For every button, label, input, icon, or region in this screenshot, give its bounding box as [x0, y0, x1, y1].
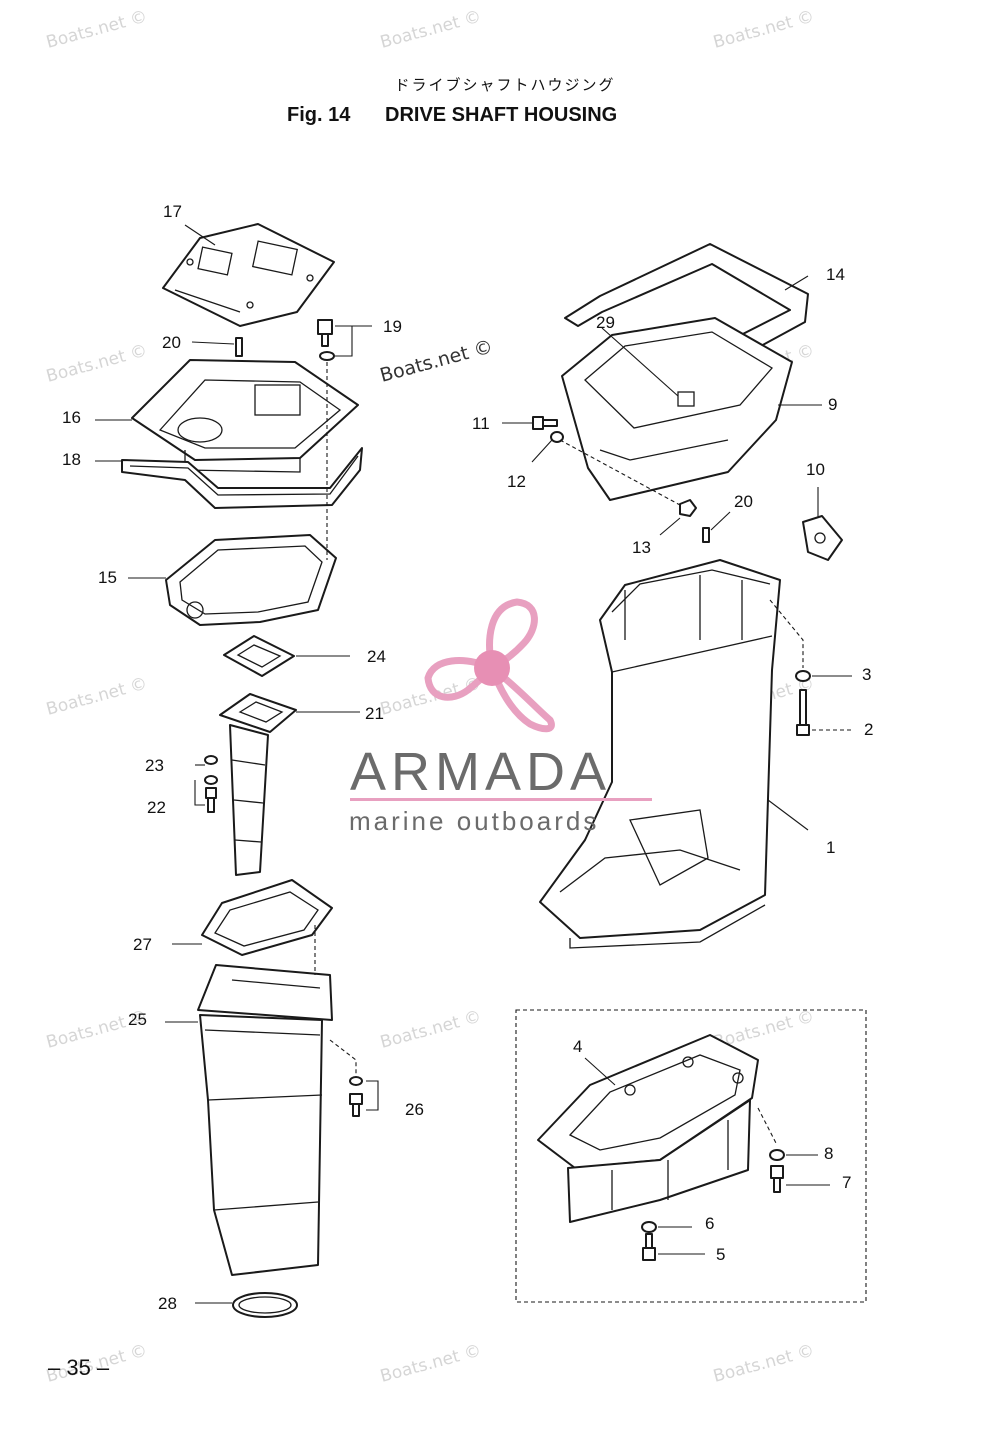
part-17-gasket-plate — [162, 223, 335, 327]
callout-23: 23 — [145, 756, 164, 775]
callout-3: 3 — [862, 665, 871, 684]
part-12-washer — [550, 431, 564, 443]
part-20-dowel-pin — [235, 337, 243, 357]
figure-label: Fig. 14 — [287, 104, 351, 126]
callout-1: 1 — [826, 838, 835, 857]
header: ドライブシャフトハウジング Fig. 14 DRIVE SHAFT HOUSIN… — [287, 76, 617, 126]
propeller-icon — [424, 598, 555, 733]
part-25-lower-tube — [197, 964, 333, 1276]
part-2-bolt — [796, 689, 810, 736]
part-15-gasket — [165, 534, 337, 626]
callout-29: 29 — [596, 313, 615, 332]
callout-22: 22 — [147, 798, 166, 817]
callout-9: 9 — [828, 395, 837, 414]
callout-25: 25 — [128, 1010, 147, 1029]
part-5-bolt — [642, 1233, 656, 1261]
callout-17: 17 — [163, 202, 182, 221]
brand-name: ARMADA — [350, 742, 611, 802]
propeller-hub — [474, 650, 510, 686]
watermark: Boats.net © — [378, 7, 483, 53]
part-20-dowel-pin-right — [702, 527, 710, 543]
brand-tagline: marine outboards — [349, 806, 599, 836]
callout-20-left: 20 — [162, 333, 181, 352]
part-27-gasket — [201, 879, 333, 956]
part-26-bolt-washer — [349, 1076, 363, 1117]
watermark-main: Boats.net © — [378, 336, 496, 387]
part-4-lower-housing — [537, 1034, 759, 1223]
callout-13: 13 — [632, 538, 651, 557]
watermark: Boats.net © — [44, 674, 149, 720]
part-13-nut — [679, 499, 697, 517]
part-16-upper-plate — [131, 359, 359, 473]
watermark: Boats.net © — [378, 1341, 483, 1387]
callout-14: 14 — [826, 265, 845, 284]
part-8-washer — [769, 1149, 785, 1161]
part-3-washer — [795, 670, 811, 682]
callout-16: 16 — [62, 408, 81, 427]
callout-26: 26 — [405, 1100, 424, 1119]
japanese-subtitle: ドライブシャフトハウジング — [394, 76, 615, 94]
callouts: 1 2 3 4 5 6 7 8 9 10 11 12 13 14 15 16 1… — [62, 202, 873, 1313]
callout-24: 24 — [367, 647, 386, 666]
callout-2: 2 — [864, 720, 873, 739]
callout-20-right: 20 — [734, 492, 753, 511]
part-11-bolt — [532, 416, 558, 430]
callout-7: 7 — [842, 1173, 851, 1192]
figure-title: DRIVE SHAFT HOUSING — [385, 104, 617, 126]
part-18-rubber-seal — [121, 447, 363, 509]
brand-rule — [350, 798, 652, 801]
watermark: Boats.net © — [378, 1007, 483, 1053]
callout-10: 10 — [806, 460, 825, 479]
propeller-blade — [488, 664, 555, 733]
page-number: – 35 – — [48, 1355, 110, 1380]
callout-27: 27 — [133, 935, 152, 954]
part-10-mount — [802, 515, 843, 561]
part-19-bolt-washer — [317, 319, 335, 361]
callout-12: 12 — [507, 472, 526, 491]
part-1-drive-shaft-housing — [539, 559, 781, 949]
callout-8: 8 — [824, 1144, 833, 1163]
inset-box — [515, 1009, 867, 1303]
watermark: Boats.net © — [711, 7, 816, 53]
callout-19: 19 — [383, 317, 402, 336]
callout-28: 28 — [158, 1294, 177, 1313]
callout-18: 18 — [62, 450, 81, 469]
callout-15: 15 — [98, 568, 117, 587]
callout-6: 6 — [705, 1214, 714, 1233]
part-9-apron — [561, 317, 793, 501]
part-24-gasket — [223, 635, 295, 677]
part-21-exhaust-tube — [219, 693, 297, 876]
armada-logo: ARMADA marine outboards — [349, 598, 652, 836]
leader-lines — [95, 224, 852, 1304]
callout-21: 21 — [365, 704, 384, 723]
part-6-washer — [641, 1221, 657, 1233]
part-7-bolt — [770, 1165, 784, 1193]
callout-4: 4 — [573, 1037, 582, 1056]
part-22-23-bolt-washer — [204, 755, 218, 813]
propeller-blade — [486, 598, 538, 672]
callout-11: 11 — [472, 414, 490, 433]
watermark: Boats.net © — [711, 1341, 816, 1387]
callout-5: 5 — [716, 1245, 725, 1264]
watermark: Boats.net © — [44, 7, 149, 53]
watermark: Boats.net © — [44, 341, 149, 387]
part-28-o-ring-inner — [238, 1296, 292, 1314]
